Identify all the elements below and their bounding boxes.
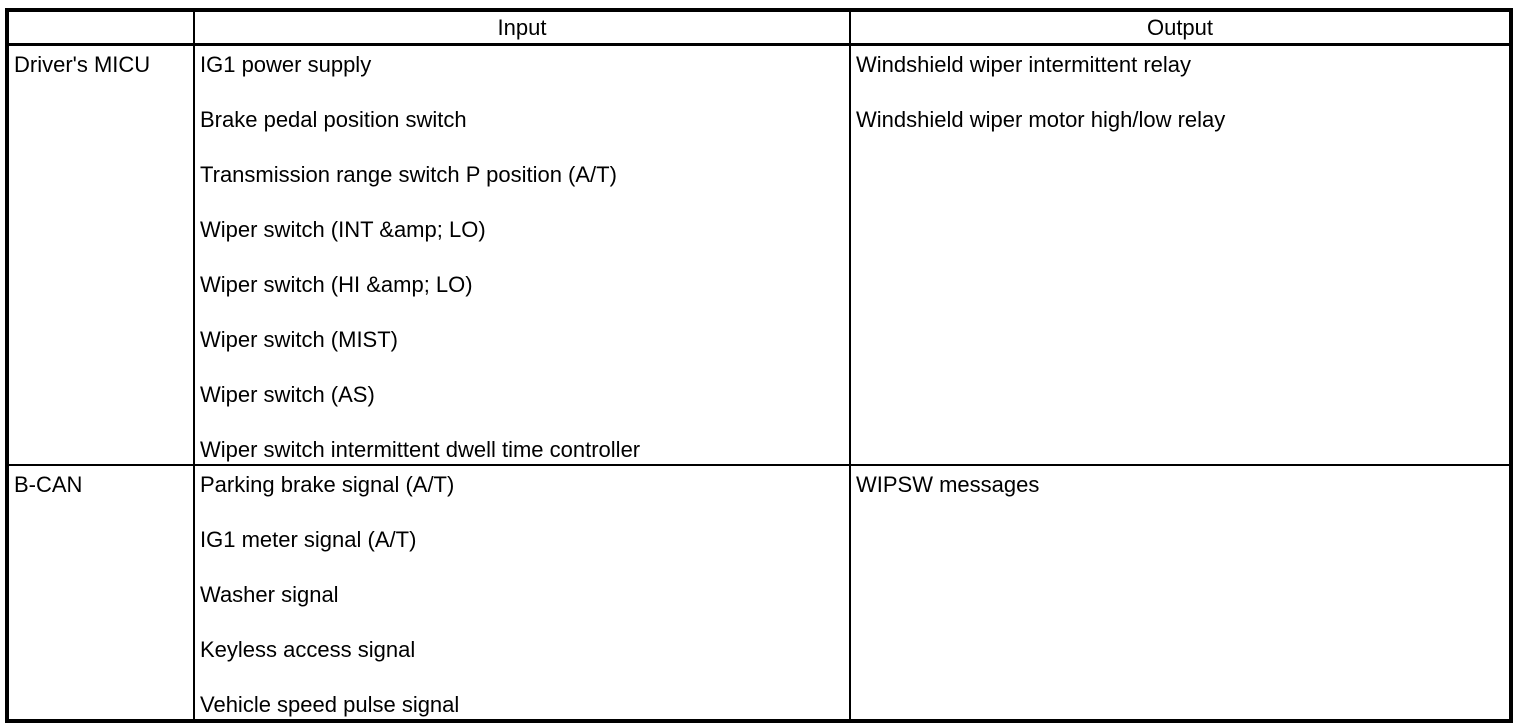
- column-header-input: Input: [193, 9, 851, 46]
- source-label: B-CAN: [14, 472, 83, 497]
- input-cell: Parking brake signal (A/T) IG1 meter sig…: [193, 464, 851, 722]
- io-item: WIPSW messages: [856, 472, 1040, 497]
- output-cell: WIPSW messages: [849, 464, 1512, 722]
- header-row: Input Output: [6, 9, 1512, 46]
- source-label: Driver's MICU: [14, 52, 151, 77]
- io-item: Wiper switch (INT &amp; LO): [200, 217, 486, 242]
- io-item: Washer signal: [200, 582, 339, 607]
- column-header-output: Output: [849, 9, 1512, 46]
- io-item: Windshield wiper intermittent relay: [856, 52, 1192, 77]
- output-cell: Windshield wiper intermittent relay Wind…: [849, 43, 1512, 466]
- io-item: Wiper switch (MIST): [200, 327, 398, 352]
- source-cell: Driver's MICU: [6, 43, 195, 466]
- io-item: IG1 meter signal (A/T): [200, 527, 417, 552]
- io-item: Parking brake signal (A/T): [200, 472, 455, 497]
- io-item: Brake pedal position switch: [200, 107, 467, 132]
- io-item: Wiper switch intermittent dwell time con…: [200, 437, 641, 462]
- table-row-drivers-micu: Driver's MICU IG1 power supply Brake ped…: [6, 43, 1512, 466]
- source-cell: B-CAN: [6, 464, 195, 722]
- io-table: Input Output Driver's MICU IG1 power sup…: [5, 8, 1513, 723]
- io-item: Windshield wiper motor high/low relay: [856, 107, 1226, 132]
- io-item: Vehicle speed pulse signal: [200, 692, 460, 717]
- io-item: Keyless access signal: [200, 637, 416, 662]
- io-item: Wiper switch (HI &amp; LO): [200, 272, 473, 297]
- io-item: IG1 power supply: [200, 52, 372, 77]
- column-header-source: [6, 9, 195, 46]
- io-item: Wiper switch (AS): [200, 382, 375, 407]
- table-row-b-can: B-CAN Parking brake signal (A/T) IG1 met…: [6, 464, 1512, 722]
- io-item: Transmission range switch P position (A/…: [200, 162, 617, 187]
- input-cell: IG1 power supply Brake pedal position sw…: [193, 43, 851, 466]
